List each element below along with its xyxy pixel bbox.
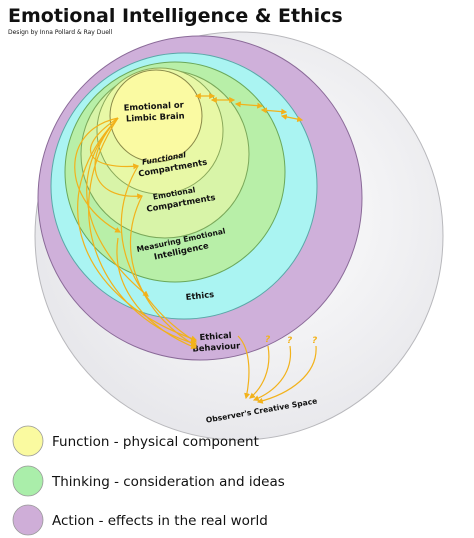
question-mark-3: ? xyxy=(312,336,317,346)
label-emotional-brain-1: Emotional or xyxy=(123,99,184,112)
flow-arrows xyxy=(74,93,317,404)
legend-swatch-action xyxy=(12,504,44,536)
label-emotional-brain-2: Limbic Brain xyxy=(126,110,185,123)
question-mark-2: ? xyxy=(287,336,292,346)
legend-label-action: Action - effects in the real world xyxy=(52,513,268,529)
diagram-title: Emotional Intelligence & Ethics xyxy=(8,5,343,27)
legend: Function - physical component Thinking -… xyxy=(12,425,285,536)
label-ethical-1: Ethical xyxy=(199,330,232,342)
legend-swatch-thinking xyxy=(12,465,44,497)
label-ethics: Ethics xyxy=(185,289,214,302)
label-ethical-2: Behaviour xyxy=(192,340,241,353)
legend-swatch-function xyxy=(12,425,44,457)
diagram-credit: Design by Inna Pollard & Ray Duell xyxy=(8,29,113,36)
limbic-brain-circle xyxy=(109,69,203,163)
legend-label-thinking: Thinking - consideration and ideas xyxy=(51,474,285,490)
question-mark-1: ? xyxy=(265,335,270,345)
legend-label-function: Function - physical component xyxy=(52,434,259,450)
